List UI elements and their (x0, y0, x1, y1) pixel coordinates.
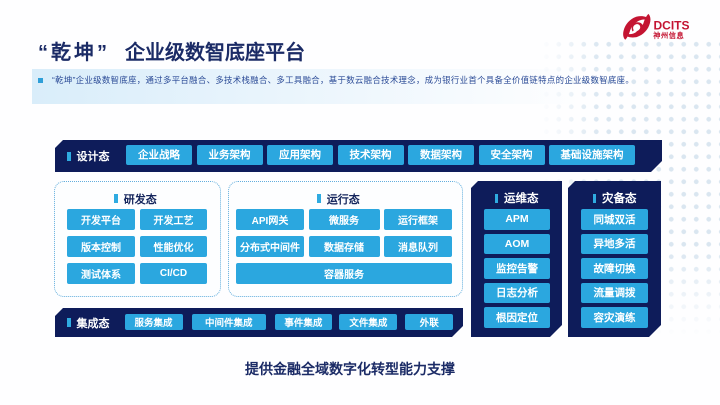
svg-text:DCITS: DCITS (654, 19, 690, 33)
svg-text:神州信息: 神州信息 (653, 31, 684, 40)
